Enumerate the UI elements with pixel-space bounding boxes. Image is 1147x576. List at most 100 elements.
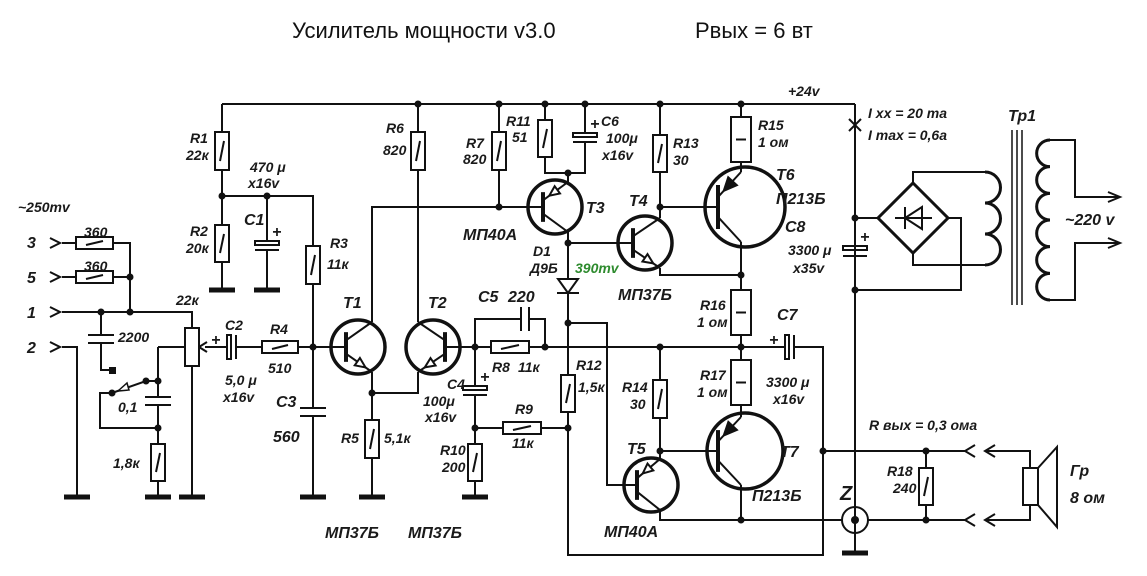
r7-ref: R7 [466, 135, 485, 151]
r16-resistor [730, 289, 752, 336]
pot-wiper-arrow [198, 346, 208, 353]
wire [1050, 139, 1118, 198]
c7-voltage: x16v [772, 391, 805, 407]
r2-resistor [214, 224, 230, 263]
ammeter-point-icon [848, 118, 862, 132]
junction-dot [656, 100, 664, 108]
r11-value: 51 [512, 129, 528, 145]
r8-resistor-mark [500, 344, 520, 350]
r3-resistor [305, 245, 321, 285]
wire [372, 372, 419, 394]
plus-sign: + [590, 116, 599, 133]
c1-value: 470 μ [249, 159, 286, 175]
t5-type: МП40А [604, 524, 658, 541]
r7-resistor [491, 131, 507, 171]
t3-emitter-lead [542, 212, 569, 233]
junction-dot [564, 424, 572, 432]
t2-ref: T2 [428, 295, 447, 312]
c6-voltage: x16v [601, 147, 634, 163]
c4-ref: C4 [447, 376, 465, 392]
junction-dot [368, 389, 376, 397]
bridge-rectifier [875, 180, 951, 256]
r9-value: 11к [512, 435, 535, 451]
r1-value: 22к [185, 147, 210, 163]
c8-value: 3300 μ [788, 242, 832, 258]
junction-dot [564, 169, 572, 177]
wire [1000, 505, 1031, 521]
junction-dot [142, 377, 150, 385]
wire [568, 322, 637, 486]
input-jack-icon [49, 271, 63, 283]
junction-dot [154, 424, 162, 432]
t7-ref: T7 [780, 444, 800, 461]
r5-resistor [364, 419, 380, 459]
junction-dot [126, 308, 134, 316]
wire [1050, 242, 1118, 301]
r18-resistor-mark [923, 476, 929, 497]
r12-resistor [560, 374, 576, 413]
r-1k8-resistor [150, 443, 166, 482]
c2-voltage: x16v [222, 389, 255, 405]
wire [371, 206, 543, 322]
junction-dot [737, 343, 745, 351]
r4-ref: R4 [270, 321, 288, 337]
c6-value: 100μ [606, 130, 638, 146]
r10-resistor-mark [472, 452, 478, 473]
junction-dot [154, 377, 162, 385]
r15-resistor [730, 116, 752, 163]
r8-resistor [490, 340, 530, 354]
junction-dot [471, 343, 479, 351]
t5-emitter-lead [636, 490, 661, 511]
pot-wiper-arrow [198, 341, 208, 348]
speaker-ref: Гр [1070, 463, 1089, 480]
junction-dot [126, 273, 134, 281]
t7-emitter-arrow-icon [722, 420, 739, 438]
c4-voltage: x16v [424, 409, 457, 425]
plus-sign: + [769, 332, 778, 349]
input-2-label: 2 [26, 340, 36, 357]
junction-dot [922, 516, 930, 524]
r7-resistor-mark [496, 140, 502, 162]
t1-ref: T1 [343, 295, 362, 312]
junction-dot [564, 239, 572, 247]
r9-resistor [502, 421, 542, 435]
r4-resistor-mark [271, 344, 289, 350]
input-jack-icon [49, 237, 63, 249]
c4-value: 100μ [423, 393, 455, 409]
junction-dot [471, 424, 479, 432]
junction-dot [819, 447, 827, 455]
z-connector-pin [851, 516, 859, 524]
mains-voltage-label: ~220 v [1065, 212, 1115, 229]
c8-ref: C8 [785, 219, 806, 236]
r-in5-value: 360 [84, 258, 108, 274]
d1-type: Д9Б [529, 260, 558, 276]
primary-winding [1035, 138, 1051, 302]
junction-dot [851, 286, 859, 294]
wire [912, 171, 985, 183]
r3-ref: R3 [330, 235, 348, 251]
r17-resistor [730, 359, 752, 406]
junction-dot [108, 389, 116, 397]
r4-resistor [261, 340, 299, 354]
d1-ref: D1 [533, 243, 551, 259]
r5-ref: R5 [341, 430, 359, 446]
r9-resistor-mark [512, 425, 532, 431]
junction-dot [737, 271, 745, 279]
transformer-ref: Тр1 [1008, 108, 1036, 125]
r12-resistor-mark [565, 383, 571, 404]
t3-emitter-arrow-icon [547, 184, 562, 198]
r1-resistor-mark [219, 140, 225, 162]
t5-ref: T5 [627, 441, 647, 458]
input-level-label: ~250mv [18, 199, 71, 215]
t4-ref: T4 [629, 193, 648, 210]
t1-collector-lead [345, 321, 373, 342]
r13-ref: R13 [673, 135, 699, 151]
output-jack-icon [963, 444, 976, 458]
r14-value: 30 [630, 396, 646, 412]
t1-type: МП37Б [325, 525, 379, 542]
d1-diode [556, 278, 580, 295]
r1-resistor [214, 131, 230, 171]
c7-value: 3300 μ [766, 374, 810, 390]
r6-value: 820 [383, 142, 407, 158]
